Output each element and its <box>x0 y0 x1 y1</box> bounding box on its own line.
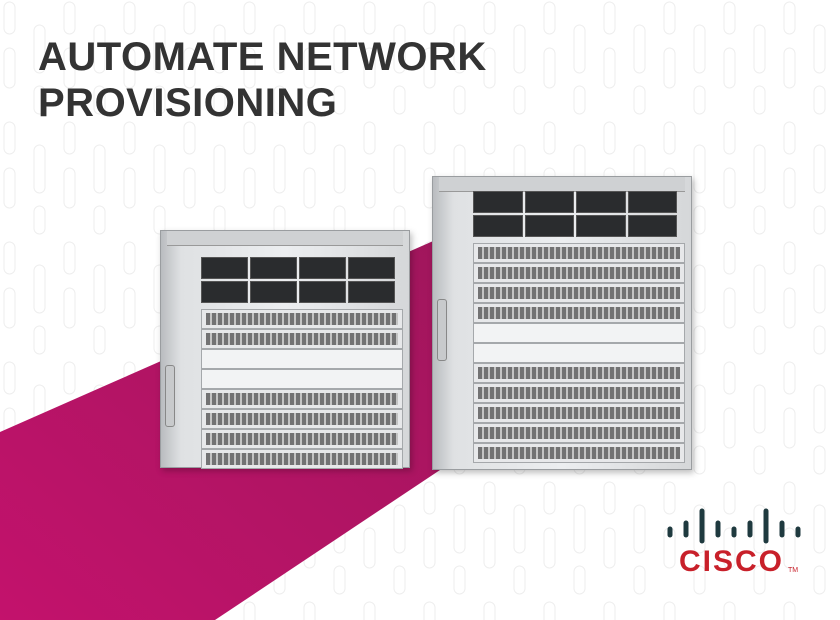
line-card <box>201 449 403 469</box>
line-card <box>473 283 685 303</box>
network-switch-large <box>432 176 692 470</box>
power-supply-module <box>299 281 346 303</box>
line-card <box>473 423 685 443</box>
line-card <box>473 403 685 423</box>
line-card <box>473 363 685 383</box>
port-row <box>206 313 398 325</box>
power-supply-module <box>524 215 574 237</box>
line-card <box>201 429 403 449</box>
supervisor-card <box>473 343 685 363</box>
power-supply-module <box>473 191 523 213</box>
supervisor-card <box>201 349 403 369</box>
headline: AUTOMATE NETWORK PROVISIONING <box>38 34 487 126</box>
power-supply-module <box>250 281 297 303</box>
power-supply-module <box>201 257 248 279</box>
chassis-top <box>439 177 685 192</box>
chassis-handle <box>437 299 447 361</box>
chassis-top <box>167 231 403 246</box>
port-row <box>206 393 398 405</box>
line-card <box>473 383 685 403</box>
port-row <box>206 413 398 425</box>
line-card <box>473 243 685 263</box>
port-row <box>478 427 680 439</box>
cisco-logo-bars-icon <box>667 508 801 544</box>
port-row <box>478 307 680 319</box>
line-card <box>473 303 685 323</box>
port-row <box>478 367 680 379</box>
cisco-logo: CISCO TM <box>679 545 798 579</box>
line-card <box>201 389 403 409</box>
power-supply-module <box>348 281 395 303</box>
power-supply-module <box>627 191 677 213</box>
power-supply-module <box>348 257 395 279</box>
supervisor-card <box>201 369 403 389</box>
port-row <box>478 387 680 399</box>
chassis-handle <box>165 365 175 427</box>
power-supply-module <box>299 257 346 279</box>
line-card <box>201 409 403 429</box>
port-row <box>478 407 680 419</box>
network-switch-small <box>160 230 410 469</box>
power-supply-module <box>473 215 523 237</box>
power-supply-module <box>524 191 574 213</box>
port-row <box>206 333 398 345</box>
port-row <box>478 247 680 259</box>
port-row <box>206 433 398 445</box>
power-supply-module <box>250 257 297 279</box>
supervisor-card <box>473 323 685 343</box>
power-supply-module <box>576 191 626 213</box>
power-supply-module <box>627 215 677 237</box>
cisco-logo-wordmark: CISCO <box>679 545 785 578</box>
line-card <box>473 443 685 463</box>
port-row <box>478 447 680 459</box>
line-card <box>473 263 685 283</box>
line-card <box>201 329 403 349</box>
power-supply-module <box>201 281 248 303</box>
headline-line-1: AUTOMATE NETWORK <box>38 35 487 79</box>
line-card <box>201 309 403 329</box>
headline-line-2: PROVISIONING <box>38 81 338 125</box>
power-supply-module <box>576 215 626 237</box>
port-row <box>206 453 398 465</box>
trademark: TM <box>788 567 799 574</box>
port-row <box>478 267 680 279</box>
port-row <box>478 287 680 299</box>
